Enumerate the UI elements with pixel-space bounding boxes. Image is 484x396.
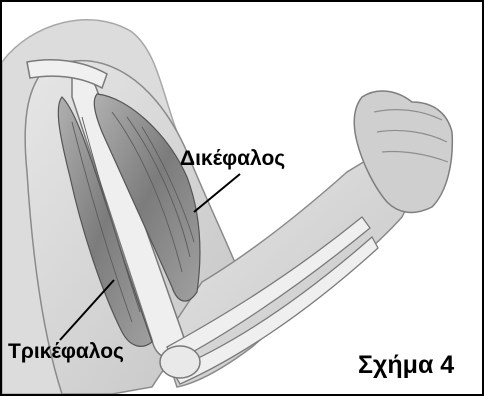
triceps-label: Τρικέφαλος: [8, 341, 124, 362]
biceps-label: Δικέφαλος: [180, 148, 285, 169]
figure-caption: Σχήμα 4: [358, 353, 454, 378]
elbow-joint: [160, 346, 200, 378]
